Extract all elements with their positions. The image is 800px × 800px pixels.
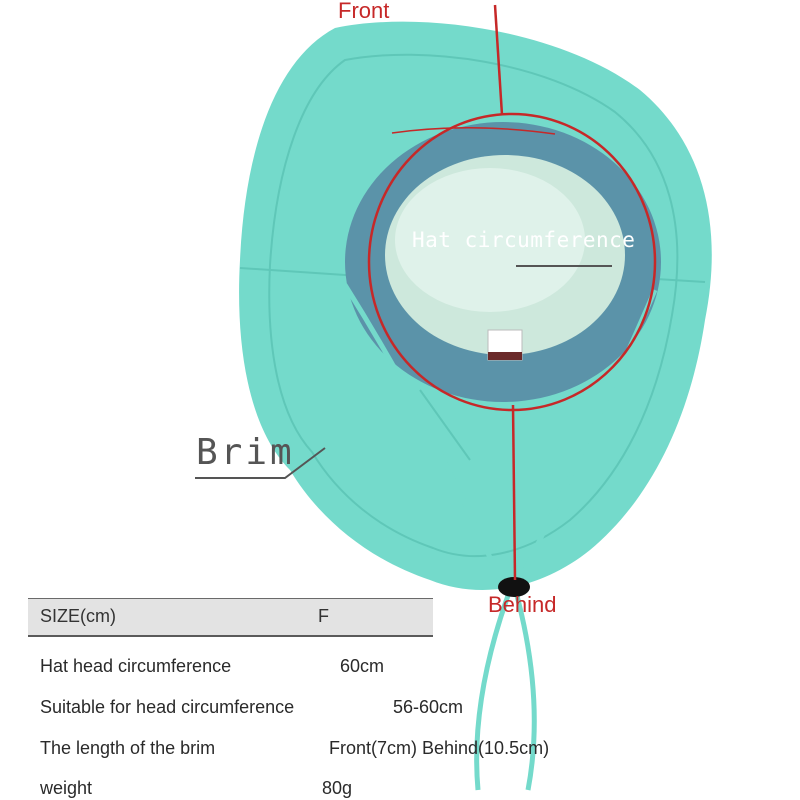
front-band-arc	[391, 126, 556, 135]
size-tag-band	[488, 352, 522, 360]
spec-row-value: 60cm	[340, 656, 385, 676]
size-header-key: SIZE(cm)	[40, 606, 116, 626]
strap-toggle	[498, 577, 530, 597]
spec-row-key: Suitable for head circumference	[40, 697, 295, 717]
spec-row-key: Hat head circumference	[40, 656, 232, 676]
hat-circumference-label: Hat circumference	[412, 228, 636, 252]
circumference-ring	[367, 112, 657, 412]
brim-leader	[195, 447, 326, 479]
behind-label: Behind	[488, 592, 557, 617]
spec-row-value: Front(7cm) Behind(10.5cm)	[329, 738, 550, 758]
chin-strap-right	[517, 289, 658, 582]
chin-strap-left	[342, 283, 503, 582]
brim-label: Brim	[196, 432, 295, 473]
spec-row-key: The length of the brim	[40, 738, 216, 758]
chin-strap-tail	[474, 589, 537, 791]
brim-seam-bottom	[419, 389, 471, 461]
brim-stitching	[268, 53, 679, 558]
inner-lining-highlight	[395, 168, 585, 312]
size-table-header: SIZE(cm) F	[28, 598, 433, 637]
size-header-value: F	[318, 606, 329, 626]
spec-row-value: 56-60cm	[393, 697, 464, 717]
brim-seam-left	[239, 267, 361, 277]
behind-measure-line	[511, 404, 517, 581]
spec-row-key: weight	[40, 778, 93, 798]
front-label: Front	[338, 0, 390, 23]
spec-row-value: 80g	[322, 778, 353, 798]
front-measure-line	[493, 4, 504, 116]
